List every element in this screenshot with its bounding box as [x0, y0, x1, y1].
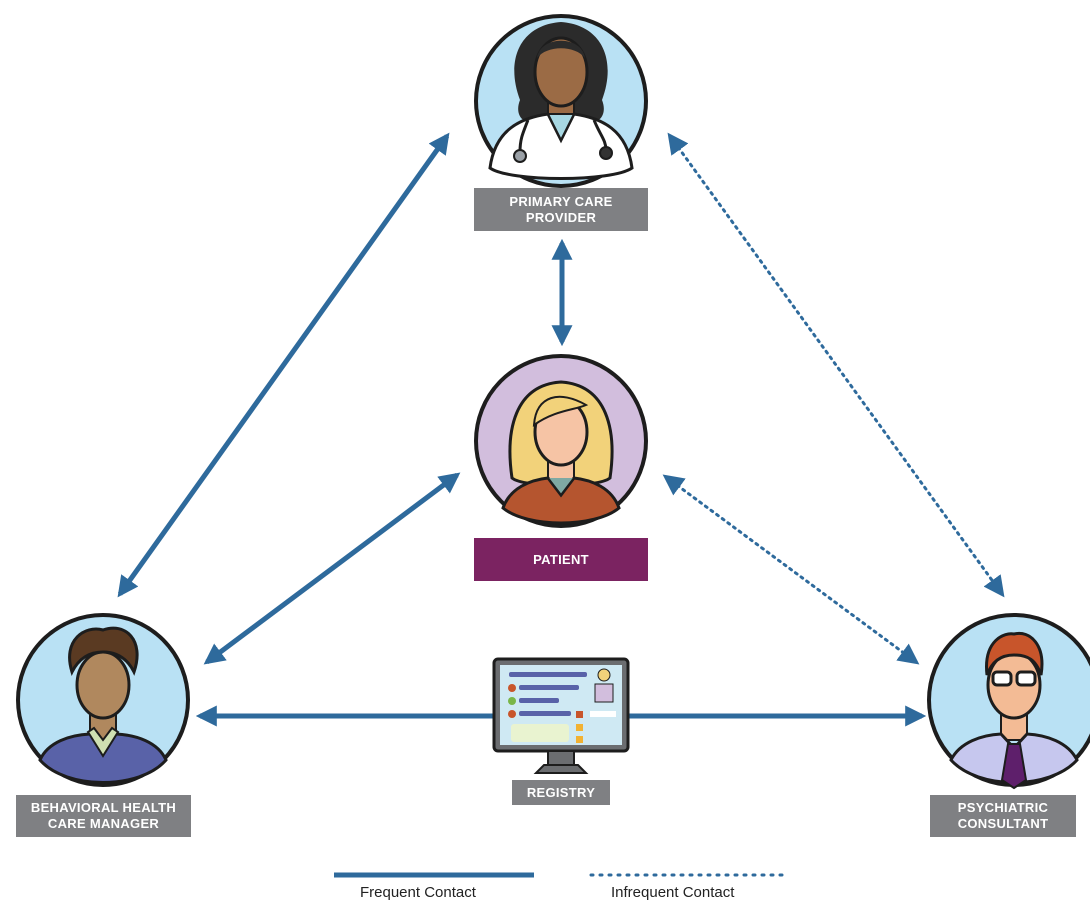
arrow-pcp-psych [667, 132, 1005, 598]
registry-label: REGISTRY [512, 780, 610, 805]
arrow-pcp-bhcm [117, 132, 450, 598]
bhcm-label-line2: CARE MANAGER [47, 816, 160, 831]
patient-label-text: PATIENT [533, 551, 589, 567]
legend-infrequent-label: Infrequent Contact [611, 884, 735, 901]
arrow-patient-psych [662, 474, 920, 665]
care-manager-icon [16, 613, 190, 787]
doctor-icon [474, 14, 648, 188]
psych-label: PSYCHIATRIC CONSULTANT [930, 795, 1076, 837]
registry-label-text: REGISTRY [526, 784, 596, 800]
pcp-label: PRIMARY CARE PROVIDER [474, 188, 648, 231]
bhcm-label-bg [16, 795, 191, 837]
pcp-label-line2: PROVIDER [525, 209, 597, 225]
bhcm-label: BEHAVIORAL HEALTH CARE MANAGER [16, 795, 191, 837]
consultant-icon [927, 613, 1090, 790]
patient-label-bg [474, 538, 648, 581]
psych-label-line1: PSYCHIATRIC [957, 800, 1049, 815]
legend-frequent-label: Frequent Contact [360, 884, 476, 901]
registry-label-bg [512, 780, 610, 805]
pcp-label-bg [474, 188, 648, 231]
patient-label: PATIENT [474, 538, 648, 581]
monitor-icon [492, 657, 630, 774]
psych-label-bg [930, 795, 1076, 837]
pcp-label-line1: PRIMARY CARE [509, 193, 613, 209]
psych-label-line2: CONSULTANT [957, 816, 1049, 831]
patient-icon [474, 354, 648, 528]
arrow-patient-bhcm [203, 472, 461, 665]
bhcm-label-line1: BEHAVIORAL HEALTH [30, 800, 177, 815]
